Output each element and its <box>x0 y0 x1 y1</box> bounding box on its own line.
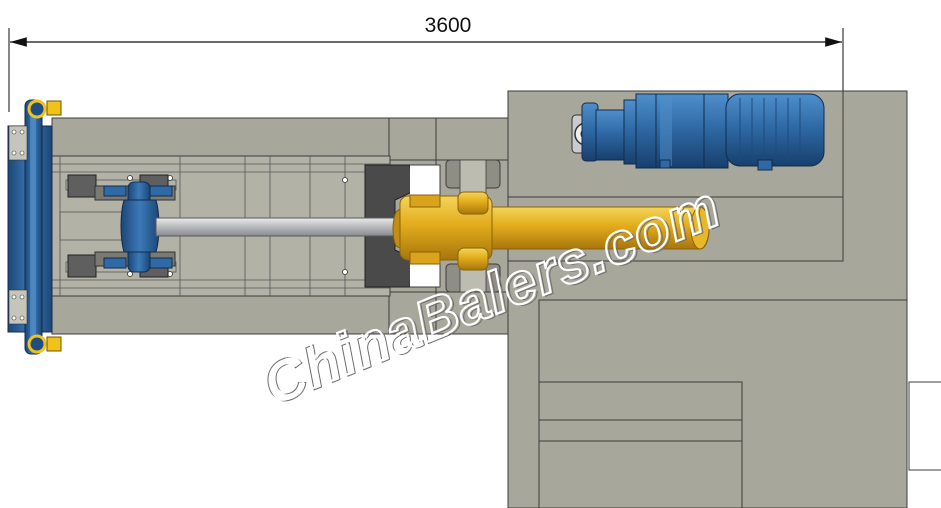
motor-icon <box>623 93 825 171</box>
overall-dimension: 3600 <box>8 14 844 262</box>
piston-rod <box>155 217 401 237</box>
pusher-plate-icon <box>7 99 62 355</box>
dimension-label: 3600 <box>425 14 472 37</box>
hydraulic-cylinder-icon <box>392 191 710 271</box>
piston-crosshead <box>94 181 176 273</box>
